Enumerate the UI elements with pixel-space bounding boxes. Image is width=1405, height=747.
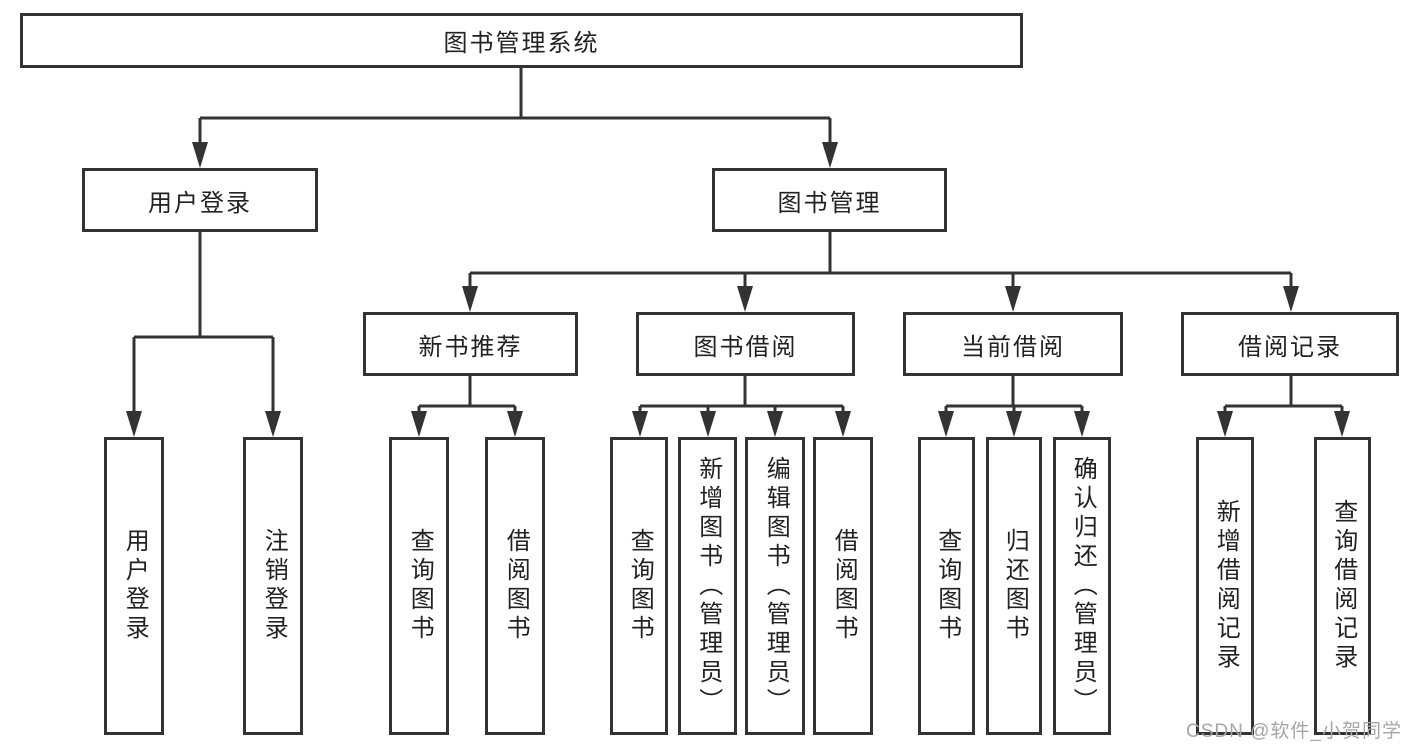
leaf-user-login-label: 用户登录 [121, 528, 149, 644]
leaf-query-books-borrowing-label: 查询图书 [626, 528, 654, 644]
leaf-query-books-borrowing: 查询图书 [610, 437, 668, 735]
leaf-edit-books-admin: 编辑图书（管理员） [745, 437, 805, 735]
node-book-management: 图书管理 [712, 168, 947, 232]
leaf-add-books-admin: 新增图书（管理员） [678, 437, 737, 735]
node-new-book-recommendation: 新书推荐 [363, 312, 578, 376]
leaf-query-books-recommend-label: 查询图书 [406, 528, 434, 644]
leaf-query-borrow-record: 查询借阅记录 [1314, 437, 1371, 735]
node-current-borrowing: 当前借阅 [903, 312, 1123, 376]
node-borrowing-records: 借阅记录 [1181, 312, 1399, 376]
node-book-borrowing: 图书借阅 [636, 312, 855, 376]
leaf-borrow-books-recommend: 借阅图书 [485, 437, 545, 735]
leaf-logout: 注销登录 [243, 437, 303, 735]
leaf-add-borrow-record: 新增借阅记录 [1196, 437, 1254, 735]
connector-path [132, 68, 1344, 415]
node-user-login: 用户登录 [82, 168, 318, 232]
leaf-return-books: 归还图书 [986, 437, 1042, 735]
node-library-management-system: 图书管理系统 [20, 13, 1023, 68]
leaf-borrow-books: 借阅图书 [813, 437, 873, 735]
csdn-watermark: CSDN @软件_小贺同学 [1186, 721, 1402, 742]
leaf-user-login: 用户登录 [104, 437, 164, 735]
leaf-add-borrow-record-label: 新增借阅记录 [1212, 499, 1240, 673]
leaf-logout-label: 注销登录 [260, 528, 288, 644]
leaf-query-books-current: 查询图书 [918, 437, 975, 735]
leaf-query-books-current-label: 查询图书 [933, 528, 961, 644]
leaf-query-borrow-record-label: 查询借阅记录 [1329, 499, 1357, 673]
leaf-confirm-return-admin-label: 确认归还（管理员） [1069, 455, 1097, 717]
leaf-borrow-books-label: 借阅图书 [830, 528, 858, 644]
leaf-borrow-books-recommend-label: 借阅图书 [502, 528, 530, 644]
leaf-add-books-admin-label: 新增图书（管理员） [694, 455, 722, 717]
leaf-return-books-label: 归还图书 [1001, 528, 1029, 644]
leaf-confirm-return-admin: 确认归还（管理员） [1053, 437, 1111, 735]
leaf-edit-books-admin-label: 编辑图书（管理员） [762, 455, 790, 717]
leaf-query-books-recommend: 查询图书 [389, 437, 449, 735]
